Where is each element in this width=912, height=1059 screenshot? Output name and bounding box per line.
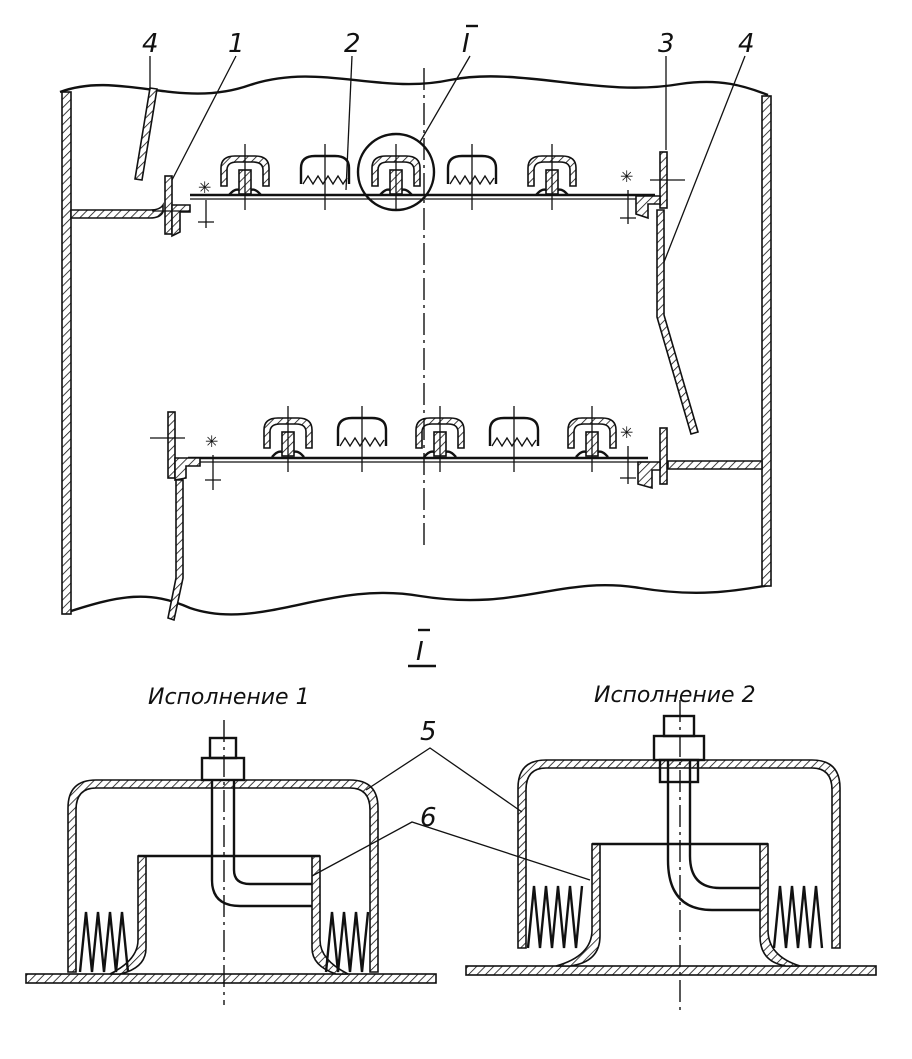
weld-line [198, 200, 214, 228]
detail-variant-1 [25, 720, 437, 1005]
bubble-cap [567, 406, 617, 472]
lower-clamp-left-foot [174, 457, 201, 481]
leader-6 [311, 821, 591, 881]
label-pos-4-right: 4 [738, 29, 755, 59]
nut-top-v2 [662, 714, 696, 738]
detail-circle-I [356, 132, 436, 212]
leader-4-right [663, 55, 746, 263]
spring-right-v1 [324, 911, 370, 973]
spring-left-v2 [526, 885, 584, 949]
bubble-cap [488, 406, 540, 472]
weld-mark-right: ✳ [620, 167, 633, 186]
right-shell-wall [761, 95, 772, 587]
nut-lower-v2 [658, 758, 700, 784]
baffle-left-top [134, 87, 158, 181]
label-pos-2: 2 [344, 29, 361, 59]
tray-plate-v1 [25, 973, 437, 984]
weld-line-lower-right [620, 446, 636, 484]
leader-I [419, 55, 471, 143]
bubble-cap [220, 144, 270, 210]
leader-1 [171, 55, 237, 181]
lower-bubble-caps [263, 406, 617, 472]
bubble-cap [415, 406, 465, 472]
bubble-cap [299, 144, 351, 210]
detail-variant-2 [465, 700, 877, 1010]
upper-clamp-left [164, 175, 173, 235]
bolt-v2-inner [688, 760, 760, 890]
top-break-line [59, 75, 769, 97]
riser-6-v1-right [311, 855, 349, 975]
downcomer-wall-left-lower [167, 479, 184, 622]
bubble-cap [263, 406, 313, 472]
lower-support-ring-right [667, 460, 763, 470]
lower-clamp-right-foot [637, 461, 661, 490]
bottom-break-line [67, 583, 771, 616]
weld-mark-lower-right: ✳ [620, 423, 633, 442]
detail-view-title: I [416, 637, 424, 667]
lower-clamp-left [167, 411, 176, 479]
bubble-cap-detail-I [371, 144, 421, 210]
nut-v1 [200, 756, 246, 782]
bolt-v1 [210, 780, 312, 908]
nut-top-v1 [208, 736, 238, 760]
caption-variant-1: Исполнение 1 [148, 685, 310, 710]
upper-clamp-right-foot [635, 195, 661, 220]
bubble-cap [527, 144, 577, 210]
label-pos-4-left: 4 [142, 29, 159, 59]
label-pos-1: 1 [228, 29, 245, 59]
label-pos-5: 5 [420, 717, 437, 747]
left-shell-wall [61, 91, 72, 615]
downcomer-baffle-right [656, 209, 699, 435]
bolt-v1-inner [232, 780, 312, 886]
leader-2 [345, 55, 353, 191]
spring-left-v1 [78, 911, 130, 973]
label-pos-6: 6 [420, 803, 437, 833]
label-pos-3: 3 [658, 29, 675, 59]
column-section-view: ✳ ✳ [59, 55, 772, 622]
upper-support-ring-left [70, 202, 164, 219]
weld-line-right [620, 190, 636, 224]
cap-5-v1 [67, 779, 379, 973]
leader-5 [365, 747, 523, 813]
spring-right-v2 [772, 885, 824, 949]
weld-mark: ✳ [198, 178, 211, 197]
nut-v2 [652, 734, 706, 762]
lower-clamp-right [659, 427, 668, 485]
riser-6-v2-left [555, 843, 601, 967]
riser-6-v1 [109, 855, 147, 975]
bolt-v2 [666, 760, 760, 912]
caption-variant-2: Исполнение 2 [594, 683, 756, 708]
weld-mark-lower-left: ✳ [205, 432, 218, 451]
weld-line-lower-left [205, 455, 221, 490]
bubble-cap [446, 144, 498, 210]
tray-plate-v2 [465, 965, 877, 976]
riser-6-v2-right [759, 843, 801, 967]
cap-5-v2 [517, 759, 841, 949]
upper-clamp-left-foot [171, 204, 191, 238]
label-pos-I: I [462, 29, 470, 59]
upper-bubble-caps [220, 144, 577, 210]
bubble-cap [336, 406, 388, 472]
